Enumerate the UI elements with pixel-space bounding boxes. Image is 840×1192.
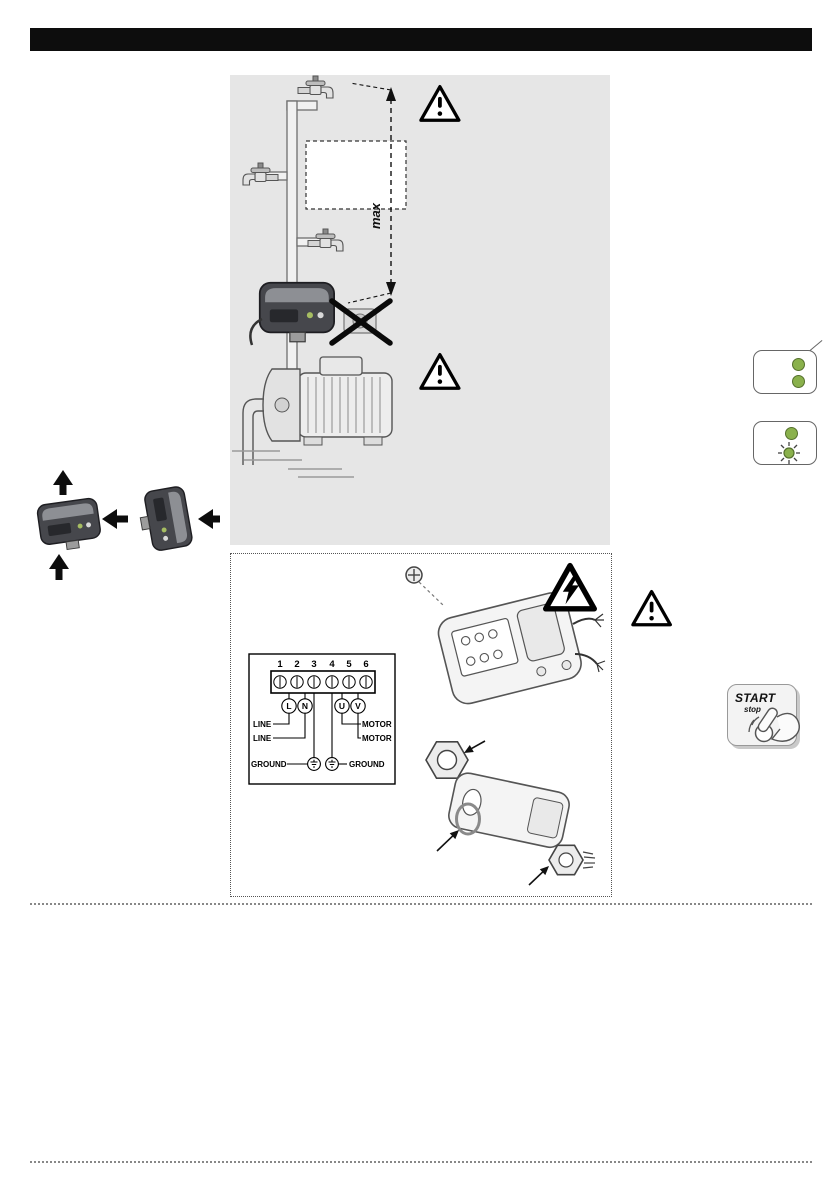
start-stop-button-illustration: START stop: [727, 684, 800, 746]
motor-label-top: MOTOR: [362, 720, 392, 729]
svg-text:1: 1: [277, 659, 283, 670]
flow-arrow-up-top-icon: [53, 470, 73, 495]
gasket-oring: [455, 802, 481, 836]
ground-symbols: [307, 757, 339, 771]
dotted-separator-top: [30, 903, 812, 905]
led-green-icon: [785, 427, 798, 440]
installation-diagram: max: [232, 75, 461, 478]
terminal-screws: [273, 675, 373, 689]
cross-x-icon: [329, 298, 393, 346]
ground-label-left: GROUND: [251, 760, 287, 769]
flow-arrow-left-inner-icon: [102, 509, 128, 529]
wiring-diagram: 1 2 3 4 5 6 L N U: [248, 554, 606, 886]
led-indicator-blinking: [753, 421, 817, 465]
led-green-icon: [792, 375, 805, 388]
gland-arrow: [539, 866, 549, 876]
controller-open-illustration: [405, 566, 606, 705]
supply-and-motor-wires: [572, 613, 606, 673]
led-indicator-steady: [753, 339, 823, 394]
svg-text:V: V: [355, 701, 361, 711]
faucet-icon-mid: [307, 228, 344, 252]
gland-ridges: [582, 851, 596, 869]
warning-triangle-icon-top: [419, 85, 461, 122]
gasket-arrow: [449, 830, 459, 840]
svg-text:2: 2: [294, 659, 299, 670]
wiring-connector-lines: [273, 693, 361, 765]
blinking-led-icon: [778, 442, 800, 464]
terminal-numbers: 1 2 3 4 5 6: [277, 659, 368, 670]
ground-label-right: GROUND: [349, 760, 385, 769]
terminal-wiring-diagram: 1 2 3 4 5 6 L N U: [248, 653, 396, 785]
installation-diagram-panel: max: [230, 75, 610, 545]
locknut-arrow: [464, 745, 474, 753]
pressure-controller-device: [258, 281, 335, 343]
faucet-icon-top: [297, 75, 334, 99]
max-label: max: [368, 202, 383, 229]
svg-text:L: L: [286, 701, 291, 711]
faucet-icon-left: [242, 162, 279, 186]
locknut-illustration: [425, 740, 486, 779]
leader-tick: [809, 339, 823, 352]
pump-illustration: [232, 356, 393, 478]
mounting-orientation-illustration: [35, 470, 220, 580]
controller-horizontal-orientation: [135, 484, 194, 554]
svg-text:4: 4: [329, 659, 335, 670]
line-label-bottom: LINE: [253, 734, 272, 743]
svg-text:5: 5: [346, 659, 352, 670]
line-label-top: LINE: [253, 720, 272, 729]
terminal-letters: L N U V: [281, 698, 366, 714]
svg-text:U: U: [339, 701, 345, 711]
prohibited-fitting: [329, 298, 393, 346]
flow-arrow-left-outer-icon: [198, 509, 220, 529]
wiring-labels: LINE LINE GROUND MOTOR MOTOR GROUND: [251, 720, 392, 769]
motor-fins: [307, 377, 381, 433]
warning-triangle-icon-wiring: [631, 589, 672, 627]
warning-triangle-icon-bottom: [419, 353, 461, 390]
max-height-dimension: [347, 82, 396, 304]
flow-arrow-up-bottom-icon: [49, 554, 69, 580]
section-header-bar: [30, 28, 812, 51]
start-label: START: [735, 691, 776, 705]
controller-vertical-orientation: [35, 496, 104, 554]
stop-label: stop: [744, 705, 761, 714]
cover-screw-icon: [405, 566, 445, 607]
controller-open-body: [437, 592, 582, 705]
dashed-placeholder-box: [305, 140, 407, 210]
dotted-separator-bottom: [30, 1161, 812, 1163]
pump-terminal-box: [319, 356, 363, 376]
controller-cable: [249, 317, 263, 346]
suction-pipe: [242, 398, 264, 465]
svg-text:N: N: [302, 701, 308, 711]
led-green-icon: [792, 358, 805, 371]
controller-bottom-illustration: [436, 772, 570, 852]
cable-gland-illustration: [528, 844, 596, 886]
motor-label-bottom: MOTOR: [362, 734, 392, 743]
svg-text:3: 3: [311, 659, 316, 670]
electric-hazard-icon: [546, 566, 595, 609]
svg-text:6: 6: [363, 659, 368, 670]
water-surface-lines: [232, 450, 354, 478]
wiring-diagram-panel: 1 2 3 4 5 6 L N U: [230, 553, 612, 897]
finger-press-icon: [748, 707, 800, 743]
